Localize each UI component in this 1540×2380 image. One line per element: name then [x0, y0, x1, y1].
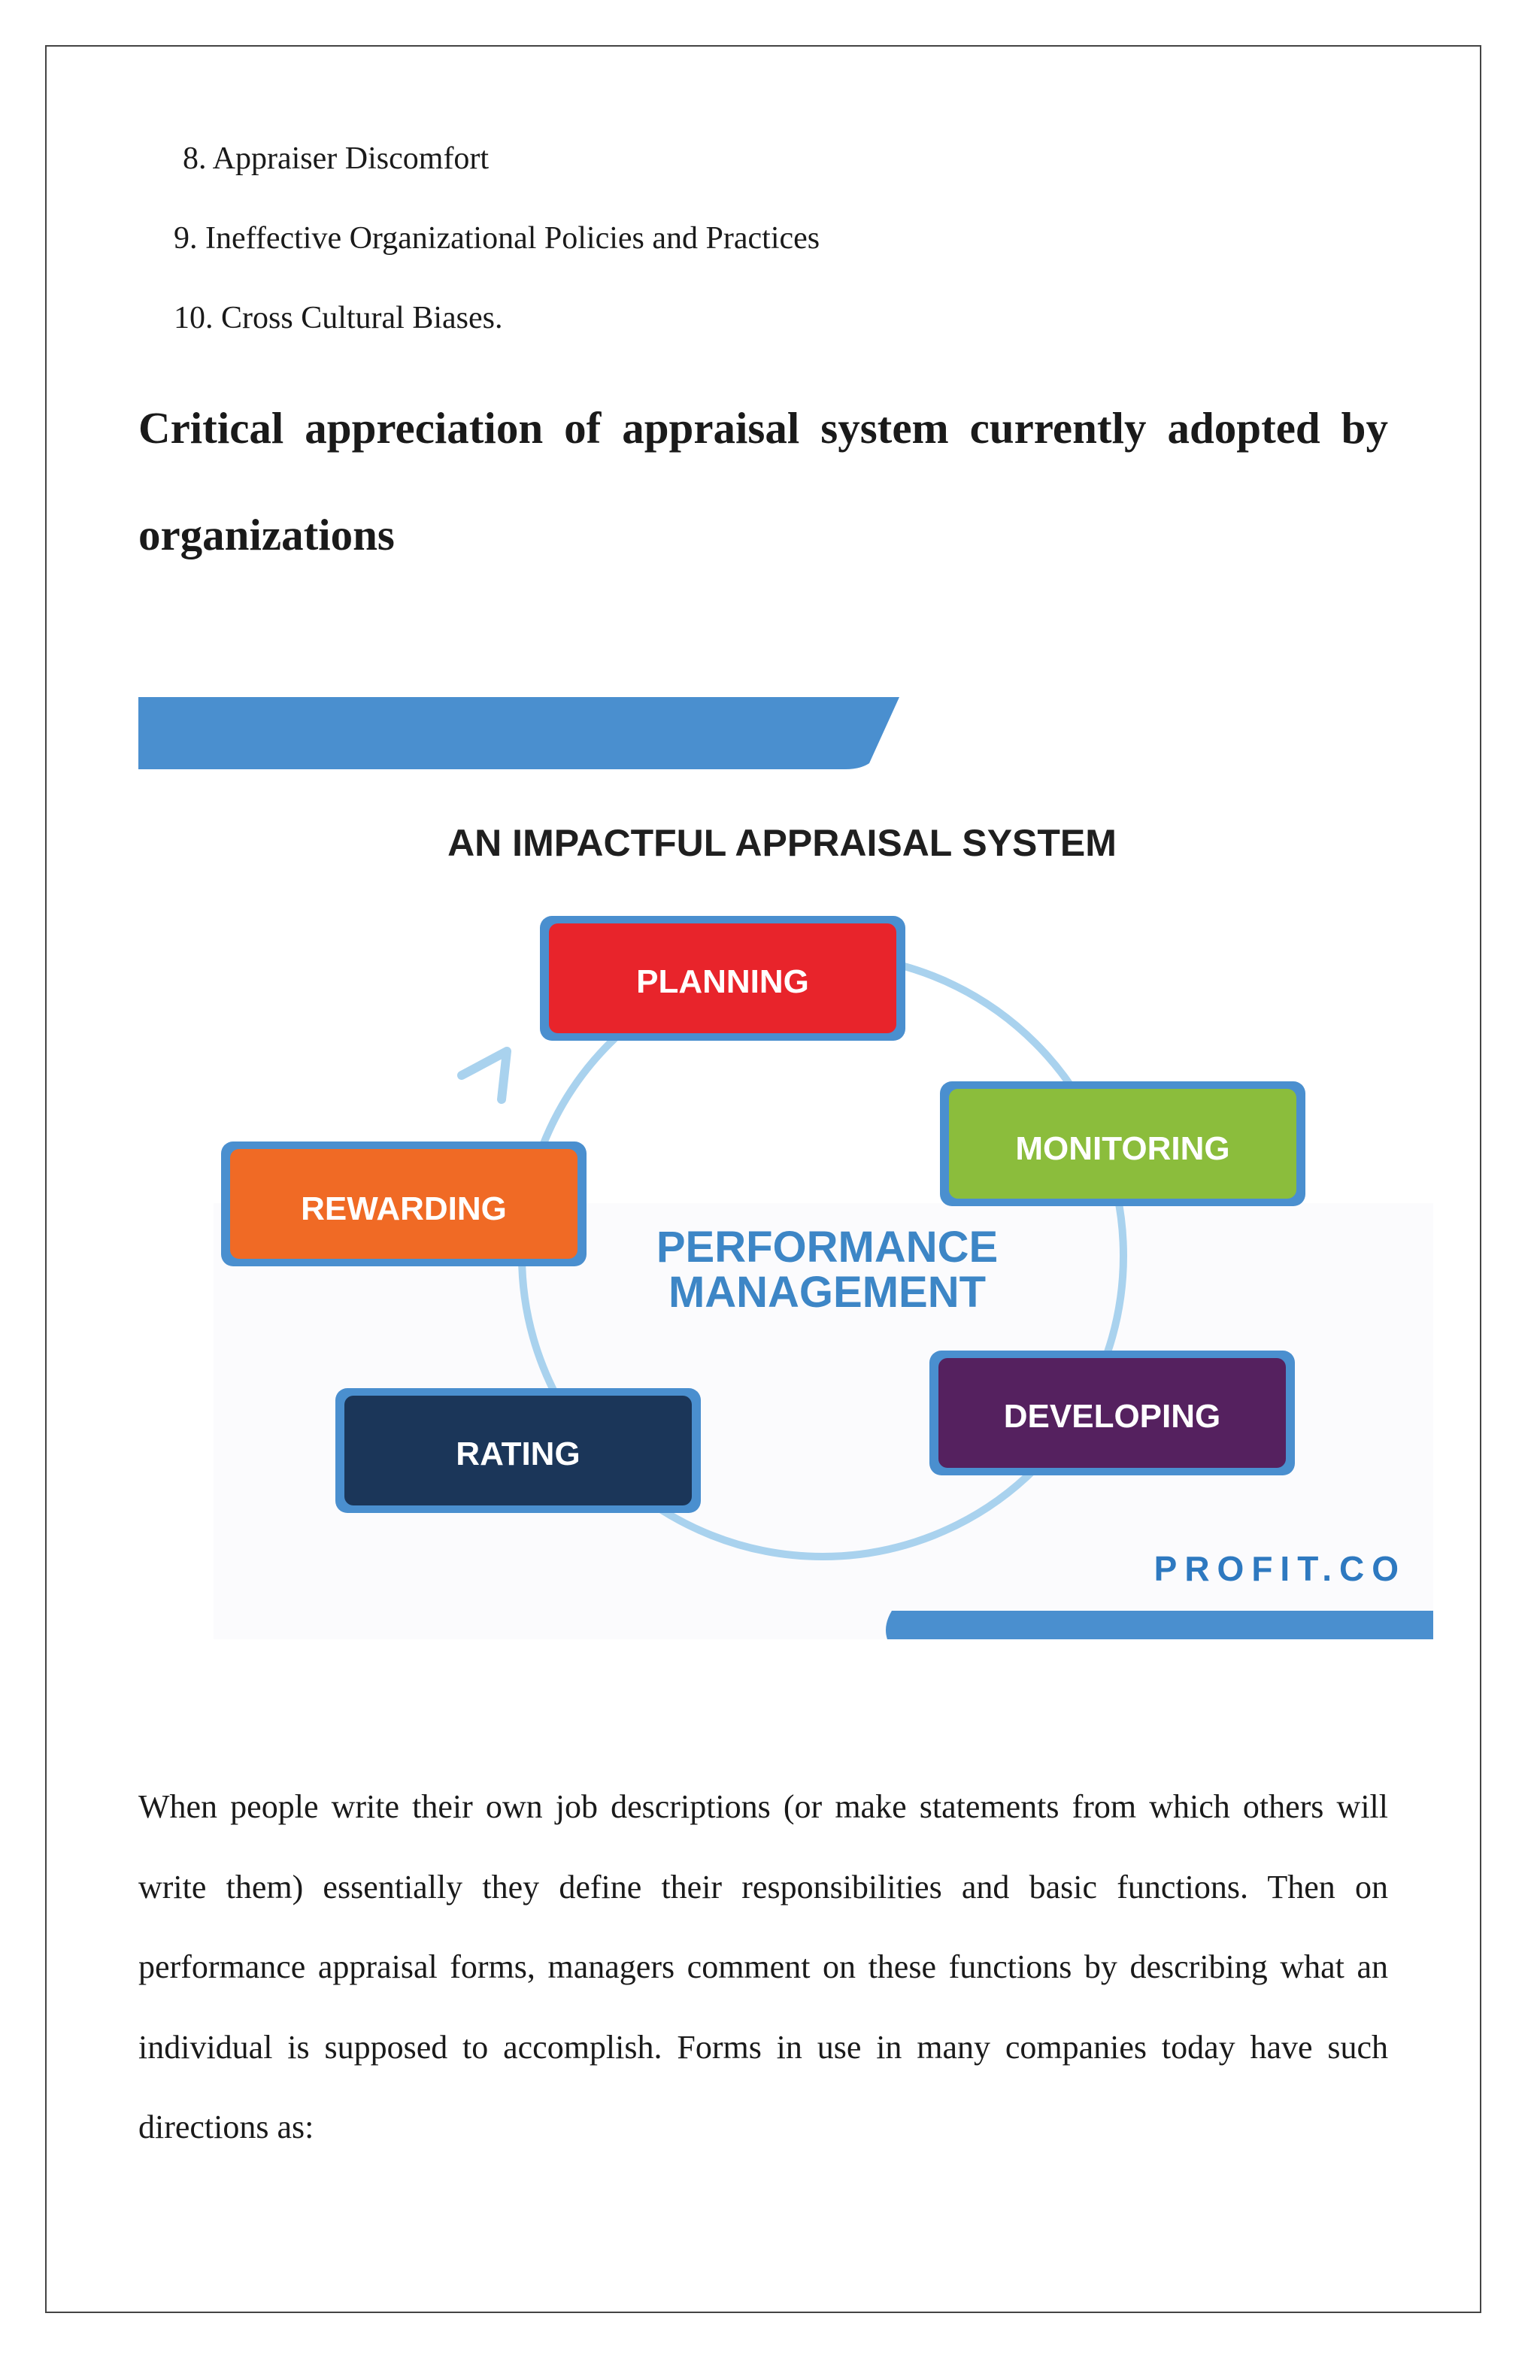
body-paragraph: When people write their own job descript…	[138, 1788, 1388, 2145]
center-text-line2: MANAGEMENT	[668, 1268, 986, 1317]
section-heading: Critical appreciation of appraisal syste…	[138, 403, 1388, 559]
step-monitoring-label: MONITORING	[1015, 1130, 1229, 1167]
step-planning: PLANNING	[540, 916, 905, 1041]
step-rewarding-label: REWARDING	[301, 1190, 507, 1227]
cycle-arrow-icon	[457, 1047, 511, 1104]
figure-title: AN IMPACTFUL APPRAISAL SYSTEM	[447, 822, 1117, 864]
profit-co-logo: PROFIT.CO	[1154, 1549, 1406, 1588]
top-accent-banner	[138, 697, 899, 769]
step-rating-label: RATING	[456, 1436, 580, 1472]
page-border	[45, 45, 1481, 2313]
list-item-8: 8. Appraiser Discomfort	[183, 141, 490, 176]
step-developing: DEVELOPING	[929, 1351, 1295, 1475]
list-item-9: 9. Ineffective Organizational Policies a…	[174, 221, 820, 256]
step-planning-label: PLANNING	[636, 963, 809, 1000]
list-item-10: 10. Cross Cultural Biases.	[174, 301, 503, 335]
bottom-accent-bar	[886, 1611, 1433, 1639]
center-text-line1: PERFORMANCE	[656, 1223, 998, 1272]
step-monitoring: MONITORING	[940, 1081, 1305, 1206]
step-rating: RATING	[335, 1388, 701, 1513]
appraisal-cycle-figure: AN IMPACTFUL APPRAISAL SYSTEM PERFORMANC…	[138, 692, 1433, 1639]
step-rewarding: REWARDING	[221, 1141, 587, 1266]
step-developing-label: DEVELOPING	[1004, 1398, 1221, 1435]
